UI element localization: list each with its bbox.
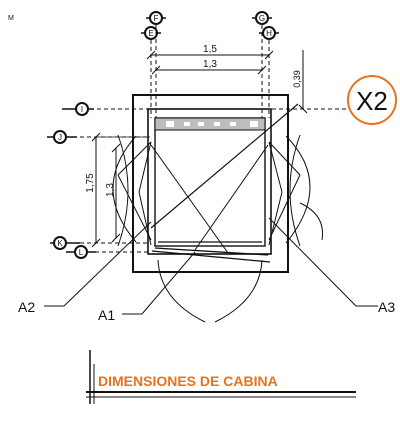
dim-depth-inner: 1,3 <box>105 183 116 197</box>
section-caption: DIMENSIONES DE CABINA <box>86 350 356 404</box>
dim-depth-outer: 1,75 <box>85 173 96 193</box>
dim-width-inner: 1,3 <box>203 59 217 70</box>
svg-text:A2: A2 <box>18 299 35 315</box>
svg-text:J: J <box>58 133 62 142</box>
grid-marker-g: G <box>252 11 272 25</box>
svg-text:A3: A3 <box>378 299 395 315</box>
svg-text:F: F <box>154 14 159 23</box>
grid-marker-f: F <box>146 11 166 25</box>
grid-marker-j: J <box>47 130 77 144</box>
caption-title: DIMENSIONES DE CABINA <box>98 373 278 389</box>
cabin-door <box>151 241 271 263</box>
svg-text:G: G <box>259 14 265 23</box>
grid-marker-i: I <box>62 102 94 116</box>
dim-top-offset: 0,39 <box>292 70 302 88</box>
svg-text:K: K <box>57 239 63 248</box>
callout-x2: X2 <box>347 75 397 125</box>
shaft-walls <box>132 94 289 273</box>
svg-text:L: L <box>79 248 84 257</box>
control-panel-strip <box>154 117 266 131</box>
grid-marker-e: E <box>141 26 161 40</box>
label-a3: A3 <box>268 217 395 315</box>
svg-text:I: I <box>81 105 83 114</box>
guide-lines <box>117 103 301 254</box>
label-a2: A2 <box>18 221 152 315</box>
corner-mark: M <box>8 15 14 22</box>
svg-text:E: E <box>148 29 153 38</box>
svg-text:H: H <box>266 29 272 38</box>
dimension-lines <box>91 50 308 248</box>
grid-marker-h: H <box>259 26 279 40</box>
dim-width-outer: 1,5 <box>203 44 217 55</box>
door-swing-arcs <box>112 134 324 323</box>
svg-text:A1: A1 <box>98 307 115 323</box>
label-a1: A1 <box>98 251 196 323</box>
svg-text:X2: X2 <box>356 86 388 116</box>
